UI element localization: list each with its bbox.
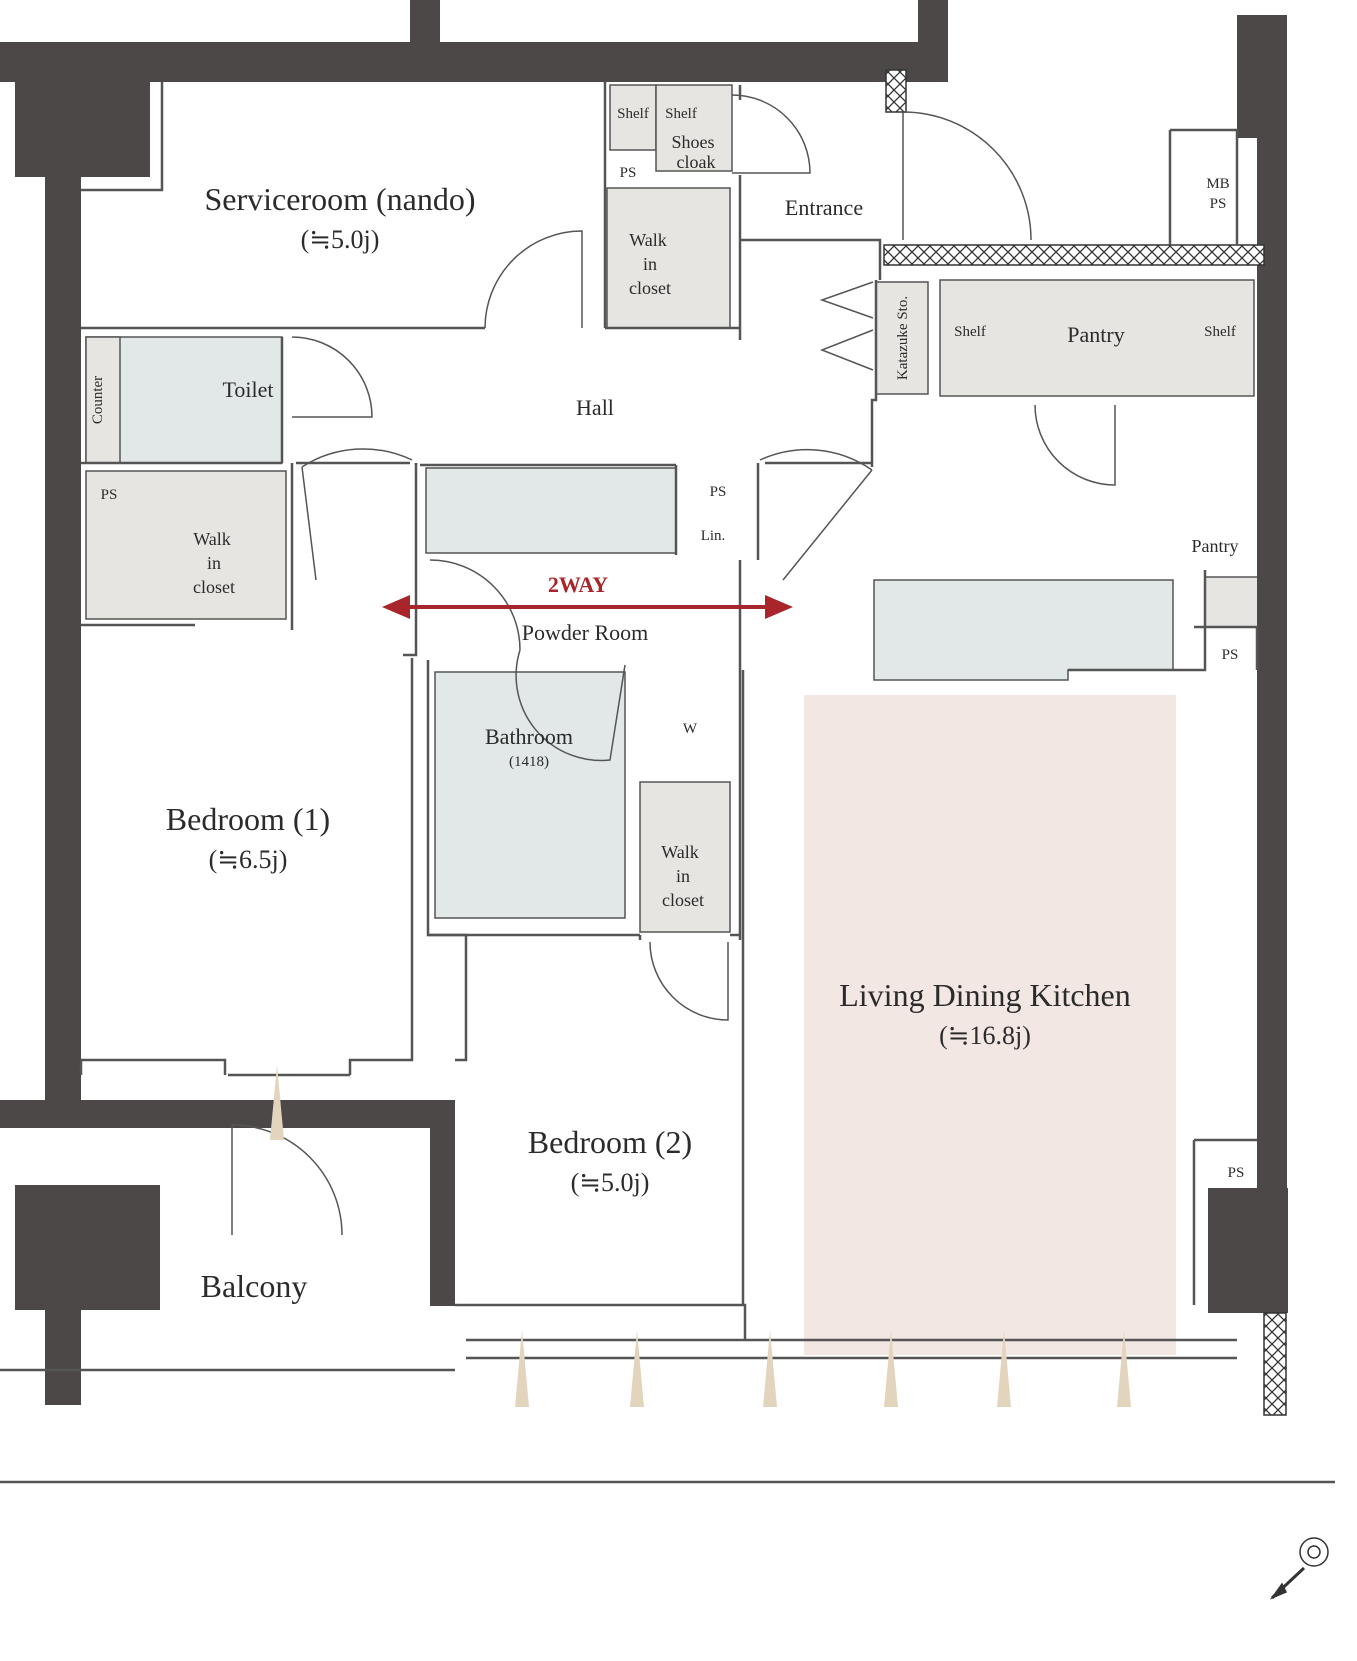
ps-label: PS <box>1228 1165 1245 1181</box>
two-way-arrow <box>382 595 793 619</box>
door-swings <box>231 94 1116 1236</box>
katazuke-label: Katazuke Sto. <box>895 296 911 380</box>
serviceroom-area: (≒5.0j) <box>301 225 380 254</box>
wic-label: in <box>676 866 690 886</box>
fixture-fills <box>85 84 1260 933</box>
toilet-label: Toilet <box>222 377 273 402</box>
linen-label: Lin. <box>701 528 726 544</box>
entrance-door <box>902 111 1032 241</box>
room-labels: Serviceroom (nando) (≒5.0j) Entrance Hal… <box>166 181 1239 1304</box>
powder-room-label: Powder Room <box>522 620 649 645</box>
fixture-labels: Shelf Shelf Shelf Shelf Shoes cloak Walk… <box>90 106 1244 1181</box>
shelf-label: Shelf <box>617 106 649 122</box>
shelf-label: Shelf <box>954 324 986 340</box>
hatched-walls <box>883 69 1287 1416</box>
bedroom1-name: Bedroom (1) <box>166 801 330 837</box>
interior-walls <box>0 82 1335 1484</box>
wic-label: Walk <box>193 529 231 549</box>
entrance-label: Entrance <box>785 195 863 220</box>
two-way-label: 2WAY <box>548 572 608 597</box>
pantry-storage <box>939 279 1255 397</box>
walk-in-closet-bedroom2 <box>639 781 731 933</box>
balcony-door <box>231 1124 343 1236</box>
mb-ps-label: MB <box>1206 176 1229 192</box>
service-door <box>484 230 583 329</box>
bedroom1-area: (≒6.5j) <box>209 845 288 874</box>
mb-ps-label: PS <box>1210 196 1227 212</box>
ps-label: PS <box>710 484 727 500</box>
counter-label: Counter <box>90 376 106 424</box>
wic-label: closet <box>662 890 704 910</box>
bedroom2-name: Bedroom (2) <box>528 1124 692 1160</box>
ps-label: PS <box>620 165 637 181</box>
vanity <box>425 467 677 554</box>
bathroom-room <box>434 671 626 919</box>
wic-label: Walk <box>629 230 667 250</box>
ps-label: PS <box>101 487 118 503</box>
pantry-door <box>1034 404 1116 486</box>
wic-label: closet <box>629 278 671 298</box>
shoes-cloak-label: Shoes <box>671 132 714 152</box>
hall-door-left <box>301 448 413 581</box>
walk-in-closet-service <box>606 187 731 329</box>
compass-icon <box>1269 1537 1329 1600</box>
bathroom-label: Bathroom <box>485 724 573 749</box>
ps-label: PS <box>1222 647 1239 663</box>
shelf-left <box>609 84 657 151</box>
ldk-floor <box>804 695 1176 1355</box>
wic-label: closet <box>193 577 235 597</box>
hall-label: Hall <box>576 395 614 420</box>
powder-door <box>429 559 521 651</box>
window-markers <box>270 1065 1131 1407</box>
serviceroom-name: Serviceroom (nando) <box>204 181 475 217</box>
toilet-door <box>291 336 373 418</box>
washer-label: W <box>683 721 698 737</box>
katazuke-folding-door <box>819 281 874 371</box>
balcony-label: Balcony <box>201 1268 308 1304</box>
bathroom-size: (1418) <box>509 754 549 770</box>
ldk-name: Living Dining Kitchen <box>839 977 1131 1013</box>
pantry-label: Pantry <box>1067 322 1124 347</box>
hall-door-right <box>759 448 873 581</box>
ldk-area: (≒16.8j) <box>939 1021 1031 1050</box>
kitchen-pantry <box>1204 576 1260 628</box>
kitchen-pantry-label: Pantry <box>1192 536 1239 556</box>
shelf-label: Shelf <box>665 106 697 122</box>
shoes-door <box>731 94 811 174</box>
wic-door <box>649 941 729 1021</box>
kitchen-counter <box>873 579 1174 681</box>
structural-walls <box>0 0 1288 1405</box>
shelf-label: Shelf <box>1204 324 1236 340</box>
shoes-cloak-label: cloak <box>677 152 716 172</box>
bathroom-door <box>515 649 626 762</box>
wic-label: Walk <box>661 842 699 862</box>
bedroom2-area: (≒5.0j) <box>571 1168 650 1197</box>
wic-label: in <box>643 254 657 274</box>
wic-label: in <box>207 553 221 573</box>
walk-in-closet-bedroom1 <box>85 470 287 620</box>
shoes-cloak <box>655 84 733 172</box>
